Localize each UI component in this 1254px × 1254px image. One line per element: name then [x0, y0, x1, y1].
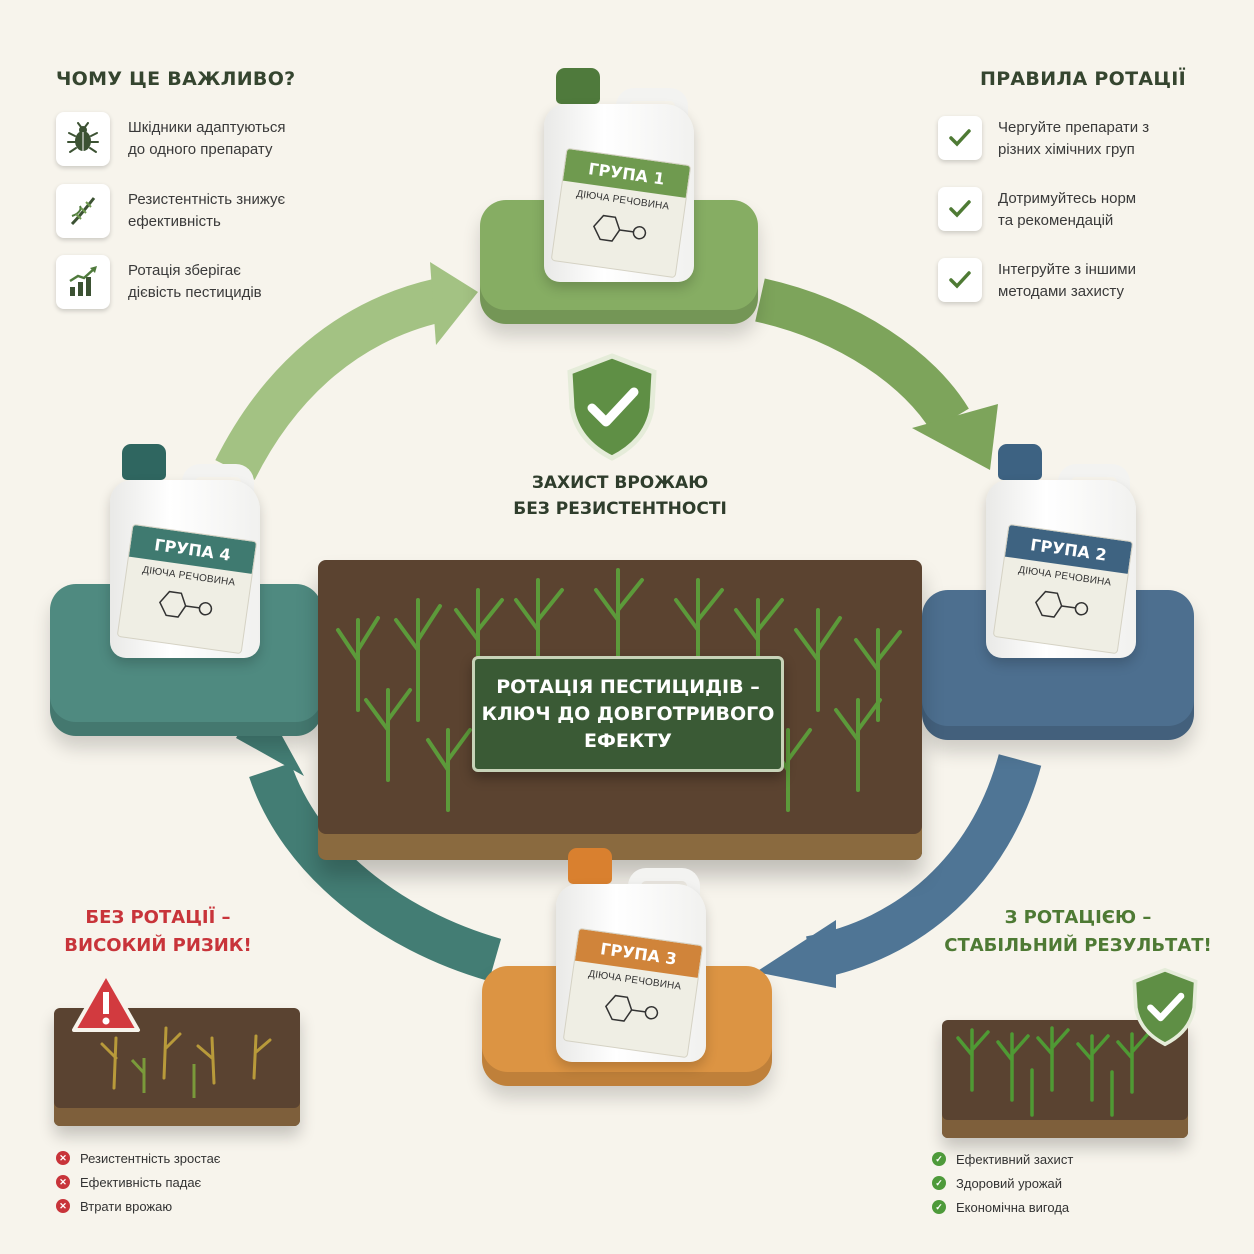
shield-caption: ЗАХИСТ ВРОЖАЮ БЕЗ РЕЗИСТЕНТНОСТІ — [513, 473, 727, 519]
molecule-icon — [592, 214, 647, 242]
canister-cap — [556, 68, 600, 104]
list-item: ✓Економічна вигода — [932, 1195, 1073, 1219]
reason-text-2: Резистентність знижує ефективність — [128, 191, 286, 230]
canister-cap — [998, 444, 1042, 480]
rule-text-1: Чергуйте препарати з різних хімічних гру… — [998, 119, 1150, 158]
arrow-head-group2 — [912, 404, 998, 470]
left-panel-title: ЧОМУ ЦЕ ВАЖЛИВО? — [56, 68, 296, 90]
check-icon: ✓ — [932, 1200, 946, 1214]
shield-check-icon — [1132, 967, 1198, 1047]
growth-chart-icon — [56, 255, 110, 309]
bug-icon — [56, 112, 110, 166]
cross-icon: ✕ — [56, 1199, 70, 1213]
rule-text-3: Інтегруйте з іншими методами захисту — [998, 261, 1136, 300]
check-icon: ✓ — [932, 1152, 946, 1166]
with-rotation-bullets: ✓Ефективний захист ✓Здоровий урожай ✓Еко… — [932, 1147, 1073, 1219]
list-item: ✓Здоровий урожай — [932, 1171, 1073, 1195]
list-item: ✕Втрати врожаю — [56, 1194, 220, 1218]
cross-icon: ✕ — [56, 1175, 70, 1189]
molecule-icon — [604, 994, 659, 1022]
arrow-group4-to-group1 — [215, 278, 446, 480]
list-item: ✓Ефективний захист — [932, 1147, 1073, 1171]
check-icon — [938, 258, 982, 302]
canister-cap — [122, 444, 166, 480]
rule-text-2: Дотримуйтесь норм та рекомендацій — [998, 190, 1137, 229]
right-panel-title: ПРАВИЛА РОТАЦІЇ — [980, 68, 1187, 90]
molecule-icon — [1034, 590, 1089, 618]
warning-icon — [72, 972, 140, 1032]
list-item: ✕Ефективність падає — [56, 1170, 220, 1194]
arrow-group3-to-group4 — [249, 762, 502, 982]
molecule-icon — [158, 590, 213, 618]
list-item: ✕Резистентність зростає — [56, 1146, 220, 1170]
arrow-head-group3 — [756, 920, 836, 988]
check-icon: ✓ — [932, 1176, 946, 1190]
arrow-group2-to-group3 — [805, 753, 1042, 980]
canister-cap — [568, 848, 612, 884]
center-title-sign: РОТАЦІЯ ПЕСТИЦИДІВ – КЛЮЧ ДО ДОВГОТРИВОГ… — [472, 656, 784, 772]
check-icon — [938, 187, 982, 231]
shield-check-icon — [567, 353, 657, 461]
without-rotation-heading: БЕЗ РОТАЦІЇ – ВИСОКИЙ РИЗИК! — [64, 907, 252, 956]
with-rotation-heading: З РОТАЦІЄЮ – СТАБІЛЬНИЙ РЕЗУЛЬТАТ! — [944, 907, 1212, 956]
dna-icon — [56, 184, 110, 238]
cross-icon: ✕ — [56, 1151, 70, 1165]
without-rotation-bullets: ✕Резистентність зростає ✕Ефективність па… — [56, 1146, 220, 1218]
check-icon — [938, 116, 982, 160]
reason-text-3: Ротація зберігає дієвість пестицидів — [128, 262, 262, 301]
reason-text-1: Шкідники адаптуються до одного препарату — [128, 119, 286, 158]
healthy-field — [942, 1020, 1188, 1138]
arrow-head-group1 — [430, 262, 478, 345]
arrow-group1-to-group2 — [755, 278, 969, 432]
